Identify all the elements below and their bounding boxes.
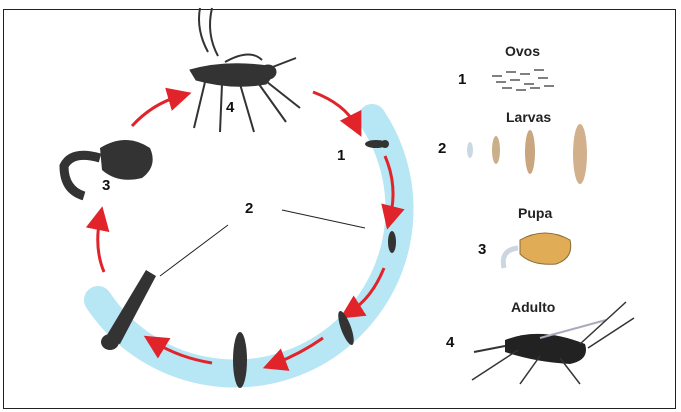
legend-number-3: 3: [478, 241, 486, 258]
pupa-illustration: [503, 233, 570, 268]
legend-number-4: 4: [446, 334, 455, 351]
legend-number-1: 1: [458, 71, 466, 88]
cycle-label-3: 3: [102, 177, 110, 194]
legend-number-2: 2: [438, 140, 446, 157]
arrow-pupa-to-adult: [132, 96, 180, 126]
egg-silhouette: [365, 140, 389, 148]
eggs-illustration: [492, 70, 554, 90]
larvae-illustration: [467, 124, 587, 184]
cycle-label-2: 2: [245, 200, 253, 217]
arrow-adult-to-eggs: [313, 92, 356, 126]
legend-label-ovos: Ovos: [505, 43, 540, 59]
larva-silhouette-3: [233, 332, 247, 388]
cycle-label-1: 1: [337, 147, 345, 164]
legend-label-pupa: Pupa: [518, 205, 552, 221]
arrow-larva-to-pupa: [98, 218, 104, 272]
larva-silhouette-1: [388, 231, 396, 253]
pointer-line-right: [282, 210, 365, 228]
legend-label-larvas: Larvas: [506, 109, 551, 125]
adult-mosquito-silhouette: [190, 8, 300, 132]
cycle-label-4: 4: [226, 99, 235, 116]
pointer-line-left: [160, 225, 228, 276]
legend-label-adulto: Adulto: [511, 299, 555, 315]
